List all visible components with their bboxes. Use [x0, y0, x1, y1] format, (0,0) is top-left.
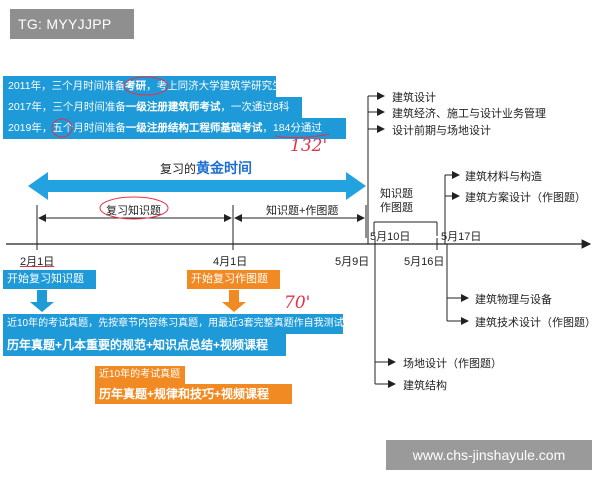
- circle-review-knowledge: [99, 196, 169, 220]
- date-may16: 5月16日: [404, 256, 445, 268]
- tree-may16: [446, 244, 469, 325]
- history-row-2019: 2019年，五个月时间准备一级注册结构工程师基础考试，184分通过: [3, 118, 346, 139]
- date-may17: 5月17日: [441, 231, 482, 243]
- site-watermark: www.chs-jinshayule.com: [386, 440, 592, 470]
- handwritten-70: 70': [284, 293, 311, 313]
- date-feb1: 2月1日: [20, 256, 55, 268]
- golden-time-label: 复习的黄金时间: [160, 158, 252, 178]
- channel-tag: TG: MYYJJPP: [10, 9, 134, 39]
- date-apr1: 4月1日: [213, 256, 248, 268]
- subject-may17-2: 建筑结构: [403, 380, 447, 392]
- knowledge-main-bar: 历年真题+几本重要的规范+知识点总结+视频课程: [3, 334, 286, 356]
- golden-time-arrow: [28, 172, 366, 200]
- exam-days-bracket: [373, 221, 438, 236]
- golden-time-key: 黄金时间: [196, 160, 253, 176]
- history-row-2017: 2017年，三个月时间准备一级注册建筑师考试，一次通过8科: [3, 97, 302, 118]
- exam-knowledge-line1: 知识题: [380, 188, 413, 200]
- golden-time-pre: 复习的: [160, 162, 197, 176]
- start-knowledge-cap: 开始复习知识题: [3, 270, 96, 289]
- drawing-desc-bar: 近10年的考试真题: [95, 366, 185, 384]
- handwritten-132: 132': [290, 136, 328, 156]
- tree-may9: [367, 92, 385, 244]
- tree-may17: [374, 244, 396, 388]
- drawing-main-bar: 历年真题+规律和技巧+视频课程: [95, 384, 292, 404]
- blue-down-arrow: [30, 290, 54, 312]
- orange-down-arrow: [222, 290, 246, 312]
- circle-five-months: [51, 118, 73, 138]
- date-may10: 5月10日: [370, 231, 411, 243]
- history-text: ，考上同济大学建筑学研究生: [146, 80, 276, 92]
- subject-may10-1: 建筑材料与构造: [465, 171, 542, 183]
- knowledge-desc-bar: 近10年的考试真题，先按章节内容练习真题，用最近3套完整真题作自我测试: [3, 314, 344, 334]
- subject-may17-1: 场地设计（作图题）: [403, 358, 502, 370]
- history-highlight: 一级注册结构工程师基础考试: [125, 122, 263, 134]
- history-text: 2017年，三个月时间准备: [8, 101, 126, 113]
- subject-may9-3: 设计前期与场地设计: [392, 125, 491, 137]
- tree-may10: [444, 171, 460, 244]
- subject-may10-2: 建筑方案设计（作图题）: [465, 192, 586, 204]
- history-text: 2019年，五个月时间准备: [8, 122, 126, 134]
- subject-may9-1: 建筑设计: [392, 92, 436, 104]
- date-may9: 5月9日: [335, 256, 370, 268]
- exam-knowledge-line2: 作图题: [380, 202, 413, 214]
- underline-score: [274, 133, 331, 139]
- history-text: ，184分通过: [262, 122, 322, 134]
- start-drawing-cap: 开始复习作图题: [187, 270, 280, 289]
- subject-may16-2: 建筑技术设计（作图题）: [475, 317, 596, 329]
- subject-may16-1: 建筑物理与设备: [475, 294, 552, 306]
- history-highlight: 一级注册建筑师考试: [125, 101, 221, 113]
- exam-knowledge-box-label: 知识题 作图题: [380, 187, 413, 215]
- phase-mix-label: 知识题+作图题: [266, 205, 339, 217]
- history-row-2011: 2011年，三个月时间准备考研，考上同济大学建筑学研究生: [3, 76, 276, 97]
- history-highlight: 考研: [125, 80, 147, 92]
- phase-knowledge-label: 复习知识题: [106, 205, 161, 217]
- circle-kaoyan: [123, 76, 169, 96]
- history-text: ，一次通过8科: [220, 101, 290, 113]
- subject-may9-2: 建筑经济、施工与设计业务管理: [392, 108, 546, 120]
- history-text: 2011年，三个月时间准备: [8, 80, 126, 92]
- phase-bracket: [36, 205, 367, 238]
